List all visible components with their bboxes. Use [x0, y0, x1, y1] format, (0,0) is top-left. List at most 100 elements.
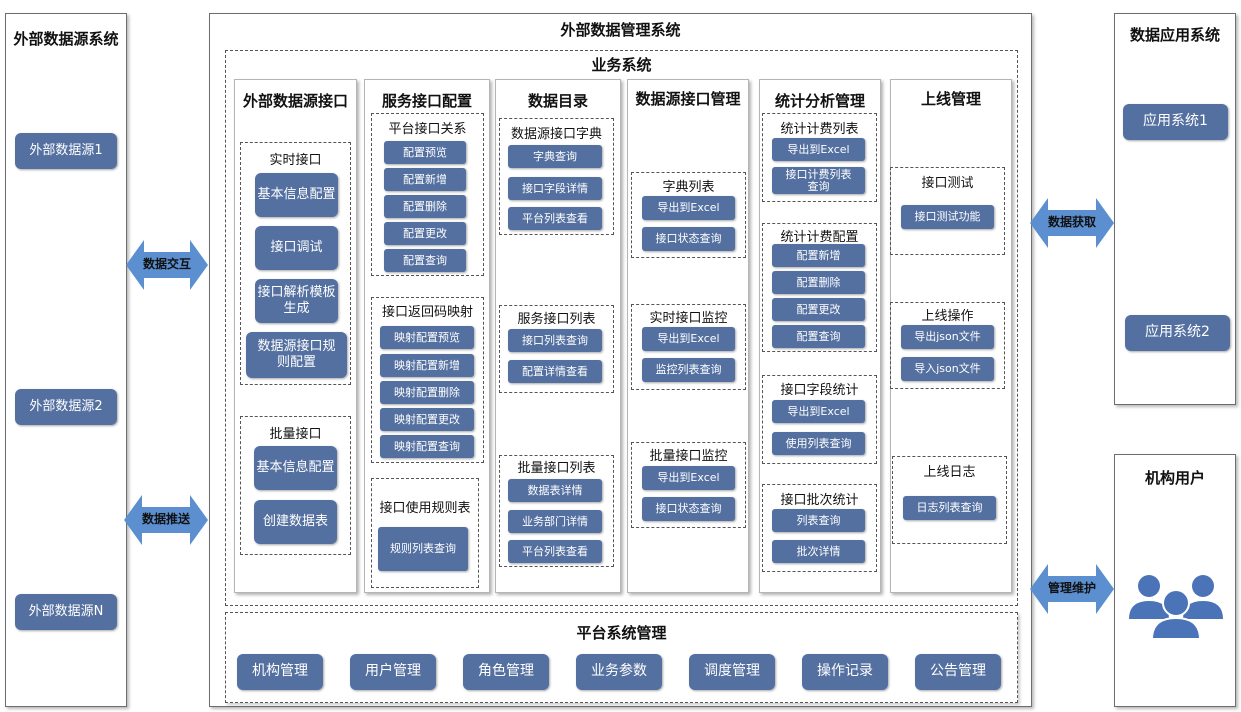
config-update-button[interactable]: 配置更改: [384, 222, 466, 245]
group-label: 服务接口列表: [517, 312, 596, 327]
app-system-2-button[interactable]: 应用系统2: [1125, 315, 1230, 351]
mapping-delete-button[interactable]: 映射配置删除: [380, 381, 474, 404]
interface-test-button[interactable]: 接口测试功能: [901, 205, 994, 229]
group-label: 实时接口监控: [649, 311, 728, 326]
business-params-button[interactable]: 业务参数: [576, 654, 662, 690]
source-rule-config-button[interactable]: 数据源接口规则配置: [246, 332, 347, 378]
user-management-button[interactable]: 用户管理: [350, 654, 436, 690]
mapping-preview-button[interactable]: 映射配置预览: [380, 326, 474, 349]
double-arrow-icon: [1030, 564, 1114, 614]
org-management-button[interactable]: 机构管理: [237, 654, 323, 690]
batch-status-query-button[interactable]: 接口状态查询: [642, 497, 735, 521]
business-system-title: 业务系统: [591, 56, 652, 74]
org-users-title: 机构用户: [1144, 469, 1205, 487]
department-detail-button[interactable]: 业务部门详情: [508, 510, 602, 533]
batch-basic-info-button[interactable]: 基本信息配置: [254, 446, 337, 490]
interface-list-query-button[interactable]: 接口列表查询: [508, 329, 602, 352]
main-system-title: 外部数据管理系统: [560, 21, 681, 39]
billing-config-add-button[interactable]: 配置新增: [772, 244, 865, 267]
column-title: 数据源接口管理: [635, 90, 741, 108]
column-title: 外部数据源接口: [242, 92, 348, 110]
group-label: 接口返回码映射: [381, 305, 473, 320]
batch-stats-group: 接口批次统计: [762, 484, 877, 572]
rules-list-query-button[interactable]: 规则列表查询: [378, 527, 468, 571]
return-code-mapping-group: 接口返回码映射: [371, 297, 484, 463]
schedule-management-button[interactable]: 调度管理: [689, 654, 775, 690]
group-label: 实时接口: [269, 153, 322, 168]
batch-platform-list-button[interactable]: 平台列表查看: [508, 540, 602, 563]
service-interface-list-group: 服务接口列表: [499, 305, 614, 393]
double-arrow-icon: [124, 495, 208, 545]
external-source-1[interactable]: 外部数据源1: [15, 133, 117, 169]
mapping-add-button[interactable]: 映射配置新增: [380, 354, 474, 377]
log-list-query-button[interactable]: 日志列表查询: [903, 496, 996, 520]
mapping-update-button[interactable]: 映射配置更改: [380, 408, 474, 431]
usage-list-query-button[interactable]: 使用列表查询: [772, 432, 865, 455]
data-interact-label: 数据交互: [142, 257, 191, 272]
realtime-interface-group: 实时接口: [240, 142, 351, 385]
group-label: 批量接口列表: [517, 461, 596, 476]
billing-config-update-button[interactable]: 配置更改: [772, 298, 865, 321]
config-add-button[interactable]: 配置新增: [384, 168, 466, 191]
data-fetch-arrow: 数据获取: [1030, 198, 1114, 248]
basic-info-config-button[interactable]: 基本信息配置: [255, 173, 338, 217]
field-export-excel-button[interactable]: 导出到Excel: [772, 400, 865, 423]
interface-test-group: 接口测试: [890, 167, 1005, 255]
manage-maintain-arrow: 管理维护: [1030, 564, 1114, 614]
config-query-button[interactable]: 配置查询: [384, 249, 466, 272]
deploy-log-group: 上线日志: [892, 456, 1007, 544]
app-system-1-button[interactable]: 应用系统1: [1123, 104, 1228, 140]
business-system-region: 业务系统: [225, 50, 1018, 606]
field-detail-button[interactable]: 接口字段详情: [508, 177, 602, 200]
group-label: 统计计费配置: [780, 230, 859, 245]
parse-template-button[interactable]: 接口解析模板生成: [255, 279, 338, 323]
usage-rules-group: 接口使用规则表: [371, 478, 479, 588]
config-delete-button[interactable]: 配置删除: [384, 195, 466, 218]
manage-maintain-label: 管理维护: [1047, 581, 1096, 596]
platform-management-region: 平台系统管理: [225, 612, 1018, 703]
table-detail-button[interactable]: 数据表详情: [508, 479, 602, 502]
double-arrow-icon: [126, 240, 208, 290]
operation-log-button[interactable]: 操作记录: [802, 654, 888, 690]
billing-list-query-button[interactable]: 接口计费列表查询: [772, 167, 865, 194]
group-label: 字典列表: [662, 180, 715, 195]
role-management-button[interactable]: 角色管理: [463, 654, 549, 690]
column-title: 数据目录: [527, 92, 588, 110]
config-preview-button[interactable]: 配置预览: [384, 141, 466, 164]
config-detail-view-button[interactable]: 配置详情查看: [508, 360, 602, 383]
export-json-button[interactable]: 导出json文件: [901, 325, 994, 349]
batch-list-query-button[interactable]: 列表查询: [772, 509, 865, 532]
batch-export-excel-button[interactable]: 导出到Excel: [642, 466, 735, 490]
external-sources-panel: 外部数据源系统 外部数据源1 外部数据源2 外部数据源N: [5, 13, 127, 707]
billing-export-excel-button[interactable]: 导出到Excel: [772, 138, 865, 161]
column-title: 服务接口配置: [381, 92, 472, 110]
external-source-n[interactable]: 外部数据源N: [15, 594, 117, 630]
platform-list-button[interactable]: 平台列表查看: [508, 207, 602, 230]
data-interact-arrow: 数据交互: [126, 240, 208, 290]
monitor-export-excel-button[interactable]: 导出到Excel: [642, 327, 735, 351]
interface-debug-button[interactable]: 接口调试: [255, 226, 338, 270]
data-apps-title: 数据应用系统: [1129, 26, 1220, 44]
data-push-arrow: 数据推送: [124, 495, 208, 545]
deploy-ops-group: 上线操作: [890, 302, 1005, 389]
monitor-list-query-button[interactable]: 监控列表查询: [642, 358, 735, 382]
group-label: 批量接口: [269, 427, 322, 442]
dict-export-excel-button[interactable]: 导出到Excel: [642, 196, 735, 220]
group-label: 上线操作: [921, 309, 974, 324]
org-users-panel: 机构用户: [1114, 454, 1236, 707]
notice-management-button[interactable]: 公告管理: [915, 654, 1001, 690]
external-source-2[interactable]: 外部数据源2: [15, 389, 117, 425]
data-apps-panel: 数据应用系统 应用系统1 应用系统2: [1114, 13, 1236, 405]
billing-config-query-button[interactable]: 配置查询: [772, 325, 865, 348]
billing-config-delete-button[interactable]: 配置删除: [772, 271, 865, 294]
dict-query-button[interactable]: 字典查询: [508, 145, 602, 168]
group-label: 上线日志: [923, 465, 976, 480]
batch-detail-button[interactable]: 批次详情: [772, 540, 865, 563]
field-stats-group: 接口字段统计: [762, 375, 877, 464]
import-json-button[interactable]: 导入json文件: [901, 357, 994, 381]
dict-status-query-button[interactable]: 接口状态查询: [642, 227, 735, 251]
create-table-button[interactable]: 创建数据表: [254, 500, 337, 544]
data-fetch-label: 数据获取: [1047, 215, 1096, 230]
mapping-query-button[interactable]: 映射配置查询: [380, 435, 474, 458]
group-label: 数据源接口字典: [510, 127, 602, 142]
